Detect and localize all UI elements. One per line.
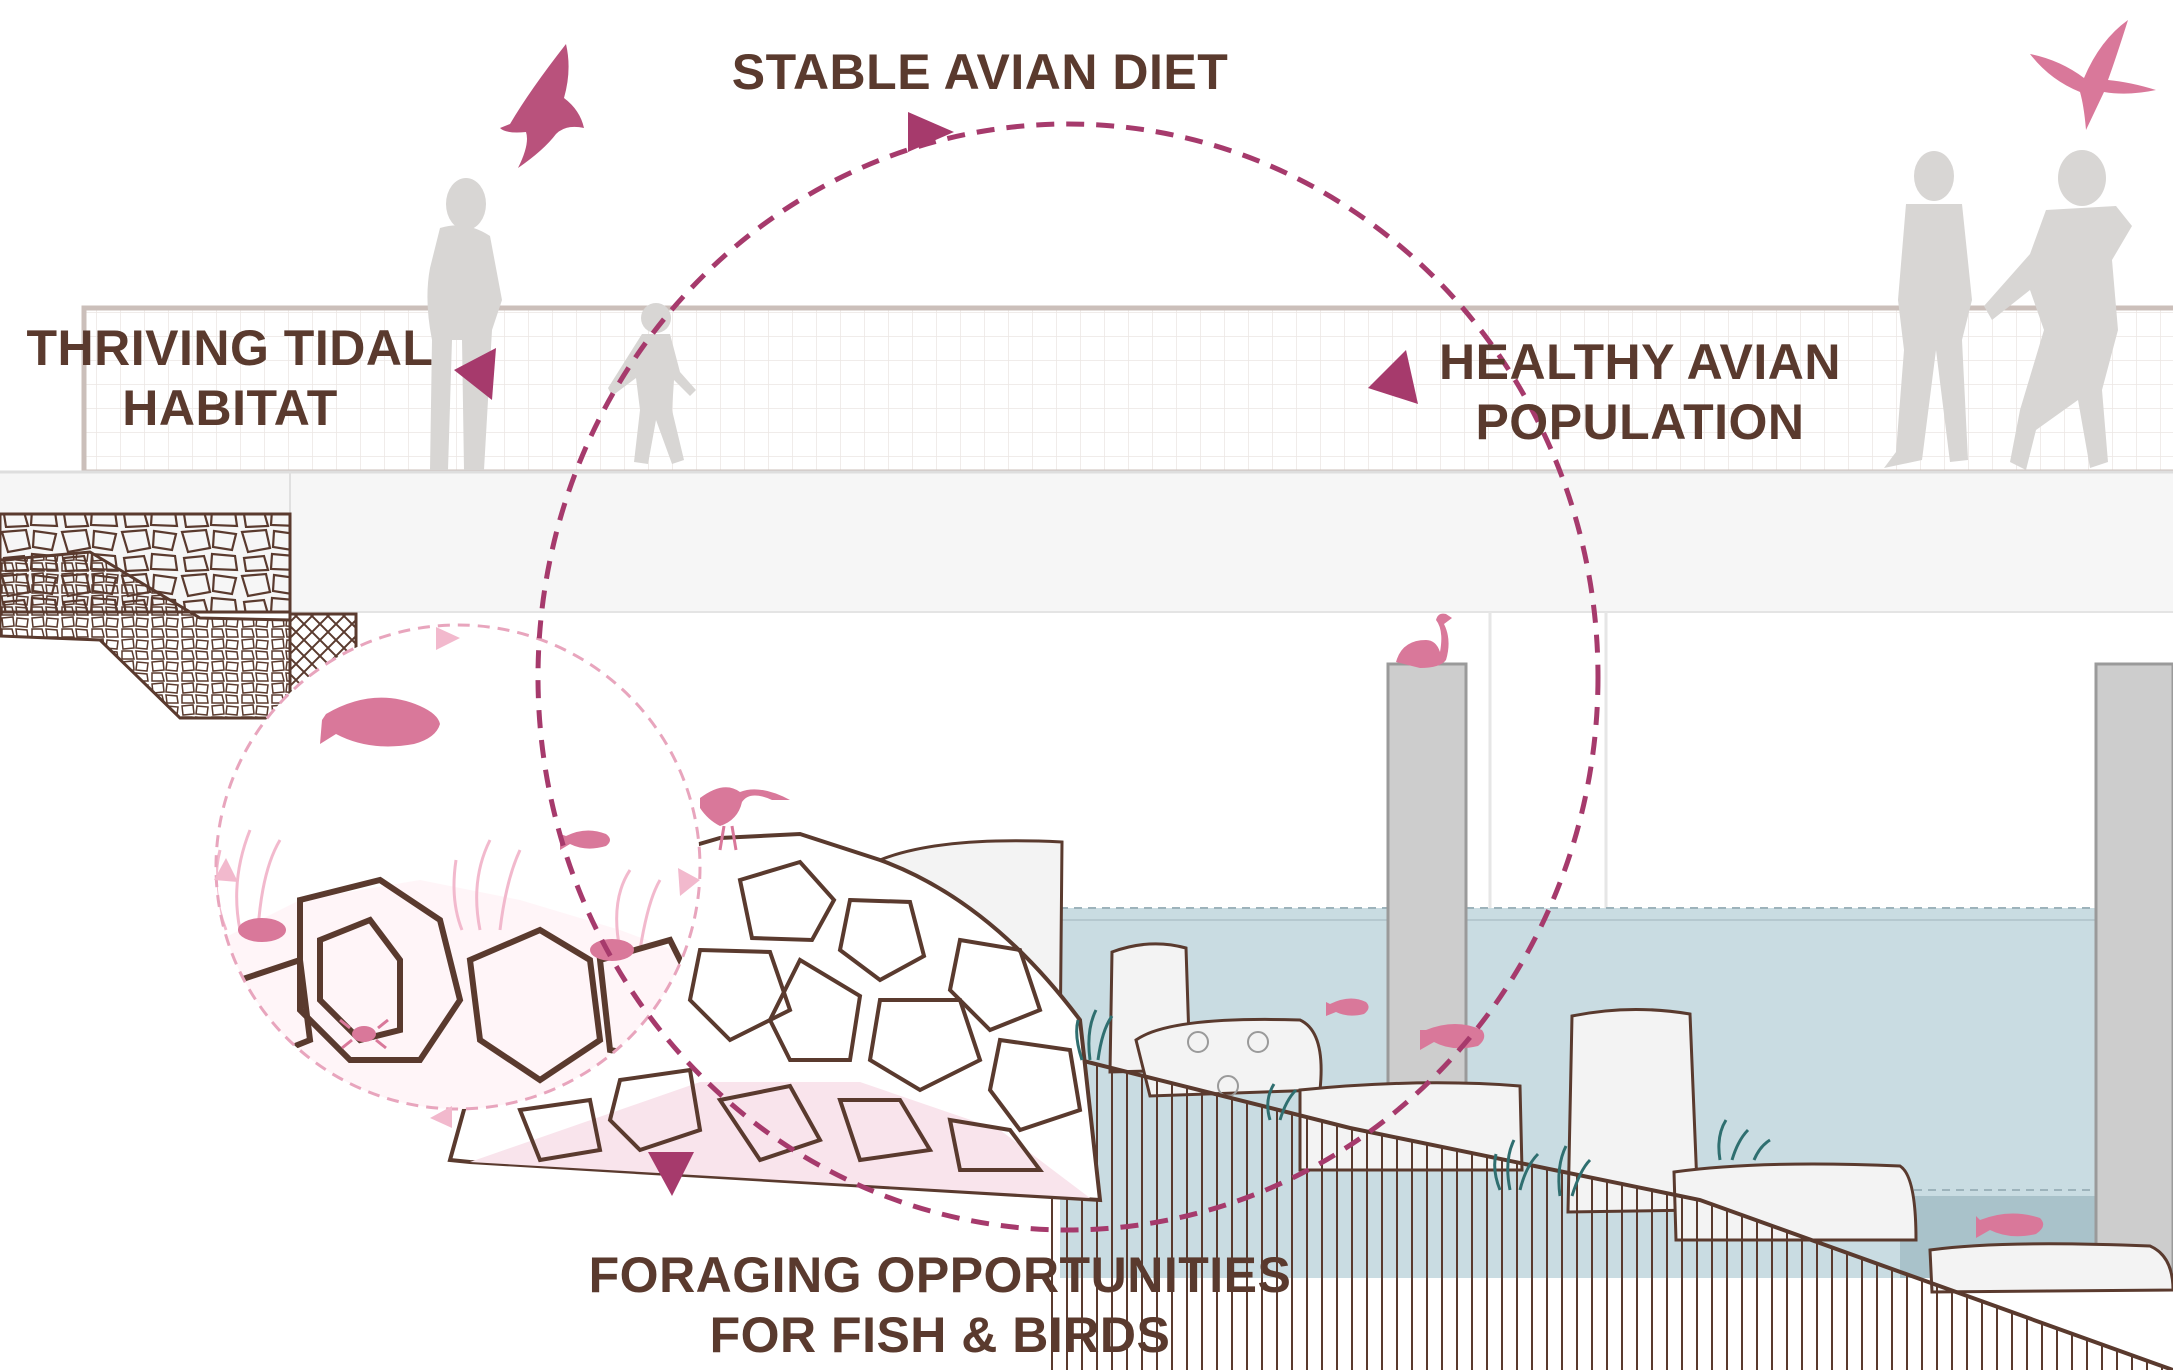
cycle-arrow-top [908, 112, 954, 152]
child-silhouette [608, 303, 696, 464]
duck-icon [1396, 613, 1452, 668]
cycle-arrow-left [454, 348, 496, 400]
label-line: THRIVING TIDAL [26, 320, 434, 376]
flying-egret-icon [2030, 20, 2156, 130]
fish-icon [1976, 1213, 2044, 1238]
label-line: FORAGING OPPORTUNITIES [588, 1247, 1292, 1303]
cycle-arrow-bottom [648, 1152, 694, 1196]
zoom-arrow-top [436, 627, 460, 650]
pedestrian-silhouettes [427, 150, 2132, 470]
small-fish-icon [560, 830, 610, 850]
zoom-arrow-left [214, 858, 238, 882]
label-line: HEALTHY AVIAN [1439, 334, 1841, 390]
cycle-label-foraging-opportunities: FORAGING OPPORTUNITIES FOR FISH & BIRDS [560, 1245, 1320, 1365]
heron-icon [700, 787, 790, 851]
label-line: POPULATION [1475, 394, 1805, 450]
fauna [320, 20, 2156, 1238]
label-line: HABITAT [122, 380, 338, 436]
cycle-arrow-right [1368, 350, 1418, 404]
small-fish-icon [1326, 998, 1369, 1016]
label-line: STABLE AVIAN DIET [731, 44, 1229, 100]
label-line: FOR FISH & BIRDS [709, 1307, 1171, 1363]
man-silhouette [1884, 151, 1972, 468]
ecology-cycle [454, 112, 1601, 1233]
person-with-camera-silhouette [1984, 150, 2132, 470]
pier-piles [1386, 662, 2173, 1272]
bird-icon [500, 44, 584, 168]
seagrass [216, 829, 662, 951]
fish-icon [1420, 1024, 1485, 1050]
habitat-zoom-bubble [214, 623, 702, 1128]
mussel-cluster [238, 918, 634, 961]
woman-silhouette-left [427, 178, 502, 470]
sloped-seawall [1039, 1048, 2173, 1370]
cycle-label-thriving-tidal-habitat: THRIVING TIDAL HABITAT [10, 318, 450, 438]
eelgrass-clumps [1075, 1009, 1771, 1197]
crab-icon [339, 1018, 389, 1050]
gabion-retaining-wall [0, 512, 358, 720]
fish-icon [320, 697, 440, 747]
cycle-label-stable-avian-diet: STABLE AVIAN DIET [700, 42, 1260, 102]
zoom-arrow-right [678, 868, 700, 896]
cycle-label-healthy-avian-population: HEALTHY AVIAN POPULATION [1420, 332, 1860, 452]
zoom-arrow-bottom [430, 1106, 452, 1128]
